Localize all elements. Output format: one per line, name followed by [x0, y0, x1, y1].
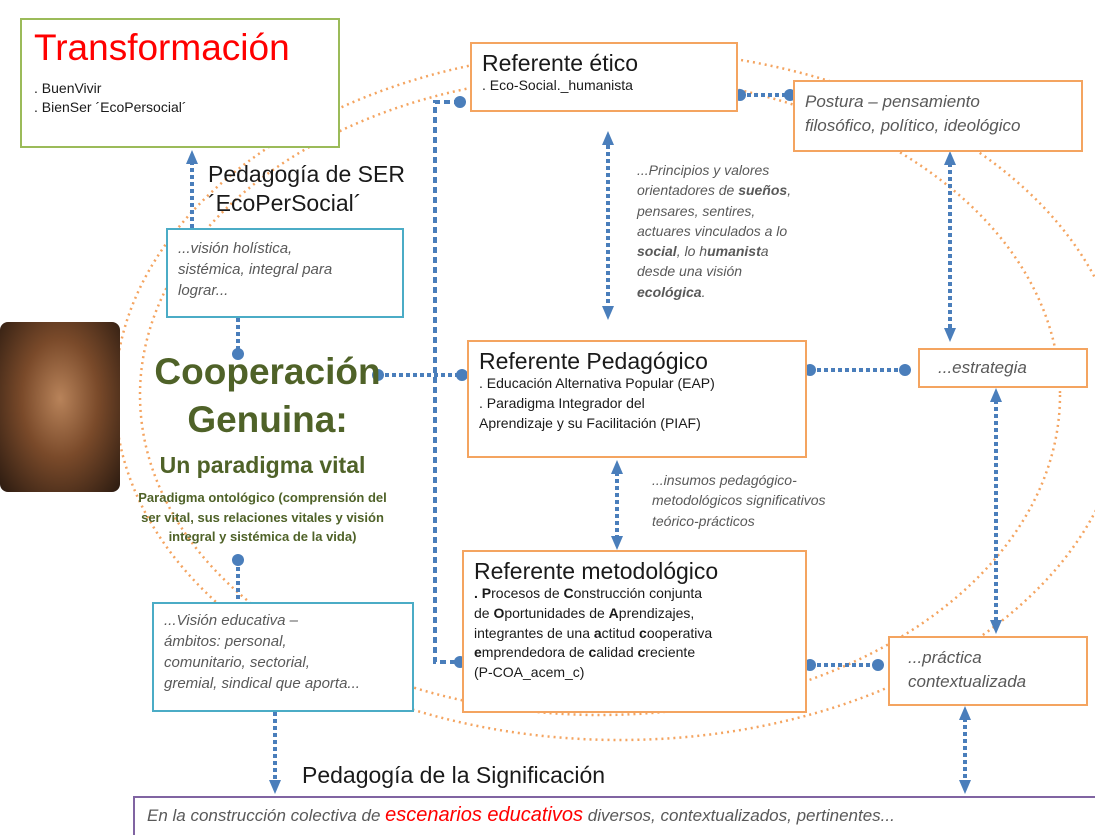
referente-pedagogico-box: Referente Pedagógico . Educación Alterna…	[467, 340, 807, 458]
bottom-banner: En la construcción colectiva de escenari…	[133, 796, 1095, 835]
principios-frag: orientadores de	[637, 182, 739, 199]
principios-bold: umanist	[707, 243, 761, 260]
cooperacion-title: Cooperación Genuina:	[140, 348, 395, 444]
metodologico-line: integrantes de una actitud cooperativa	[474, 624, 795, 644]
insumos-line: metodológicos significativos	[652, 492, 826, 509]
metodologico-bold: c	[588, 644, 597, 661]
estrategia-box: ...estrategia	[918, 348, 1088, 388]
metodologico-frag: reciente	[645, 644, 696, 661]
principios-line: actuares vinculados a lo	[637, 222, 788, 239]
metodologico-bold: . P	[474, 585, 492, 602]
vision-educativa-line: ...Visión educativa –	[164, 612, 298, 629]
principios-frag: ,	[787, 182, 792, 199]
referente-etico-title: Referente ético	[482, 50, 638, 76]
referente-pedagogico-title: Referente Pedagógico	[479, 348, 708, 374]
cooperacion-desc-line: Paradigma ontológico (comprensión del	[138, 490, 387, 505]
practica-line: ...práctica	[908, 648, 982, 667]
principios-line: ...Principios y valores	[637, 162, 770, 178]
principios-line: desde una visión	[637, 263, 743, 280]
metodologico-bold: C	[563, 585, 574, 602]
principios-line: orientadores de sueños,	[637, 180, 837, 200]
transformacion-box: Transformación . BuenVivir . BienSer ´Ec…	[20, 18, 340, 148]
transformacion-item: . BienSer ´EcoPersocial´	[34, 99, 187, 116]
pedagogia-significacion-label: Pedagogía de la Significación	[302, 762, 606, 788]
bottom-highlight: escenarios educativos	[385, 804, 584, 826]
transformacion-item: . BuenVivir	[34, 79, 102, 96]
principios-bold: sueños	[738, 182, 788, 199]
metodologico-frag: de	[474, 605, 494, 622]
metodologico-line: emprendedora de calidad creciente	[474, 643, 795, 663]
vision-educativa-line: ámbitos: personal,	[164, 633, 287, 650]
principios-bold: social	[637, 243, 677, 260]
metodologico-bold: A	[608, 605, 619, 622]
metodologico-line: . Procesos de Construcción conjunta	[474, 584, 795, 604]
cooperacion-line1: Cooperación	[154, 351, 381, 392]
referente-pedagogico-item: Aprendizaje y su Facilitación (PIAF)	[479, 414, 701, 431]
metodologico-frag: rocesos de	[491, 585, 564, 602]
outer-ellipse	[113, 48, 1095, 742]
cooperacion-desc: Paradigma ontológico (comprensión del se…	[110, 488, 415, 547]
principios-line: ecológica.	[637, 282, 837, 302]
practica-line: contextualizada	[908, 671, 1027, 691]
vision-educativa-box: ...Visión educativa – ámbitos: personal,…	[152, 602, 414, 712]
referente-etico-item: . Eco-Social._humanista	[482, 77, 633, 94]
vision-educativa-line: comunitario, sectorial,	[164, 654, 310, 671]
referente-metodologico-title: Referente metodológico	[474, 558, 719, 584]
bottom-text-post: diversos, contextualizados, pertinentes.…	[583, 806, 895, 825]
referente-etico-box: Referente ético . Eco-Social._humanista	[470, 42, 738, 112]
metodologico-frag: integrantes de una	[474, 624, 594, 641]
cooperacion-line2: Genuina:	[187, 399, 348, 441]
metodologico-frag: onstrucción conjunta	[573, 585, 703, 602]
postura-line: Postura – pensamiento	[805, 92, 980, 111]
principios-frag: a	[760, 243, 769, 260]
metodologico-frag: prendizajes,	[618, 605, 695, 622]
insumos-line: ...insumos pedagógico-	[652, 472, 797, 488]
insumos-line: teórico-prácticos	[652, 512, 755, 529]
principios-frag: , lo h	[676, 243, 708, 260]
principios-line: social, lo humanista	[637, 241, 837, 261]
cooperacion-subtitle: Un paradigma vital	[159, 452, 366, 478]
left-bracket-line	[433, 100, 460, 664]
principios-frag: .	[701, 283, 706, 300]
pedagogia-ser-label: Pedagogía de SER ´EcoPerSocial´	[208, 160, 405, 218]
cooperacion-desc-line: ser vital, sus relaciones vitales y visi…	[141, 509, 384, 525]
postura-box: Postura – pensamiento filosófico, políti…	[793, 80, 1083, 152]
referente-metodologico-box: Referente metodológico . Procesos de Con…	[462, 550, 807, 713]
metodologico-bold: c	[637, 644, 646, 661]
principios-text: ...Principios y valores orientadores de …	[637, 160, 837, 302]
vision-holistica-line: ...visión holística,	[178, 240, 293, 257]
metodologico-frag: alidad	[596, 644, 638, 661]
metodologico-frag: ctitud	[601, 624, 640, 641]
referente-pedagogico-item: . Paradigma Integrador del	[479, 395, 645, 412]
metodologico-line: (P-COA_acem_c)	[474, 663, 585, 680]
insumos-text: ...insumos pedagógico- metodológicos sig…	[652, 470, 882, 531]
estrategia-label: ...estrategia	[938, 358, 1027, 377]
metodologico-bold: e	[474, 644, 482, 661]
bottom-text-pre: En la construcción colectiva de	[147, 806, 386, 825]
pedagogia-ser-line1: Pedagogía de SER	[208, 161, 405, 187]
transformacion-title: Transformación	[34, 27, 290, 68]
principios-bold: ecológica	[637, 283, 702, 300]
metodologico-frag: mprendedora de	[481, 644, 589, 661]
referente-pedagogico-item: . Educación Alternativa Popular (EAP)	[479, 375, 715, 392]
practica-box: ...práctica contextualizada	[888, 636, 1088, 706]
cooperacion-desc-line: integral y sistémica de la vida)	[168, 529, 357, 544]
inner-ellipse	[138, 73, 1062, 717]
pedagogia-ser-line2: ´EcoPerSocial´	[208, 189, 362, 216]
metodologico-bold: c	[639, 624, 647, 641]
principios-line: pensares, sentires,	[637, 202, 756, 219]
vision-holistica-box: ...visión holística, sistémica, integral…	[166, 228, 404, 318]
faces-photo	[0, 322, 120, 492]
postura-line: filosófico, político, ideológico	[805, 115, 1021, 135]
vision-holistica-line: sistémica, integral para	[178, 261, 333, 278]
metodologico-frag: portunidades de	[504, 605, 609, 622]
vision-educativa-line: gremial, sindical que aporta...	[164, 675, 360, 692]
metodologico-bold: O	[493, 605, 505, 622]
vision-holistica-line: lograr...	[178, 282, 229, 299]
metodologico-frag: ooperativa	[646, 624, 713, 641]
metodologico-line: de Oportunidades de Aprendizajes,	[474, 604, 795, 624]
metodologico-bold: a	[593, 624, 602, 641]
